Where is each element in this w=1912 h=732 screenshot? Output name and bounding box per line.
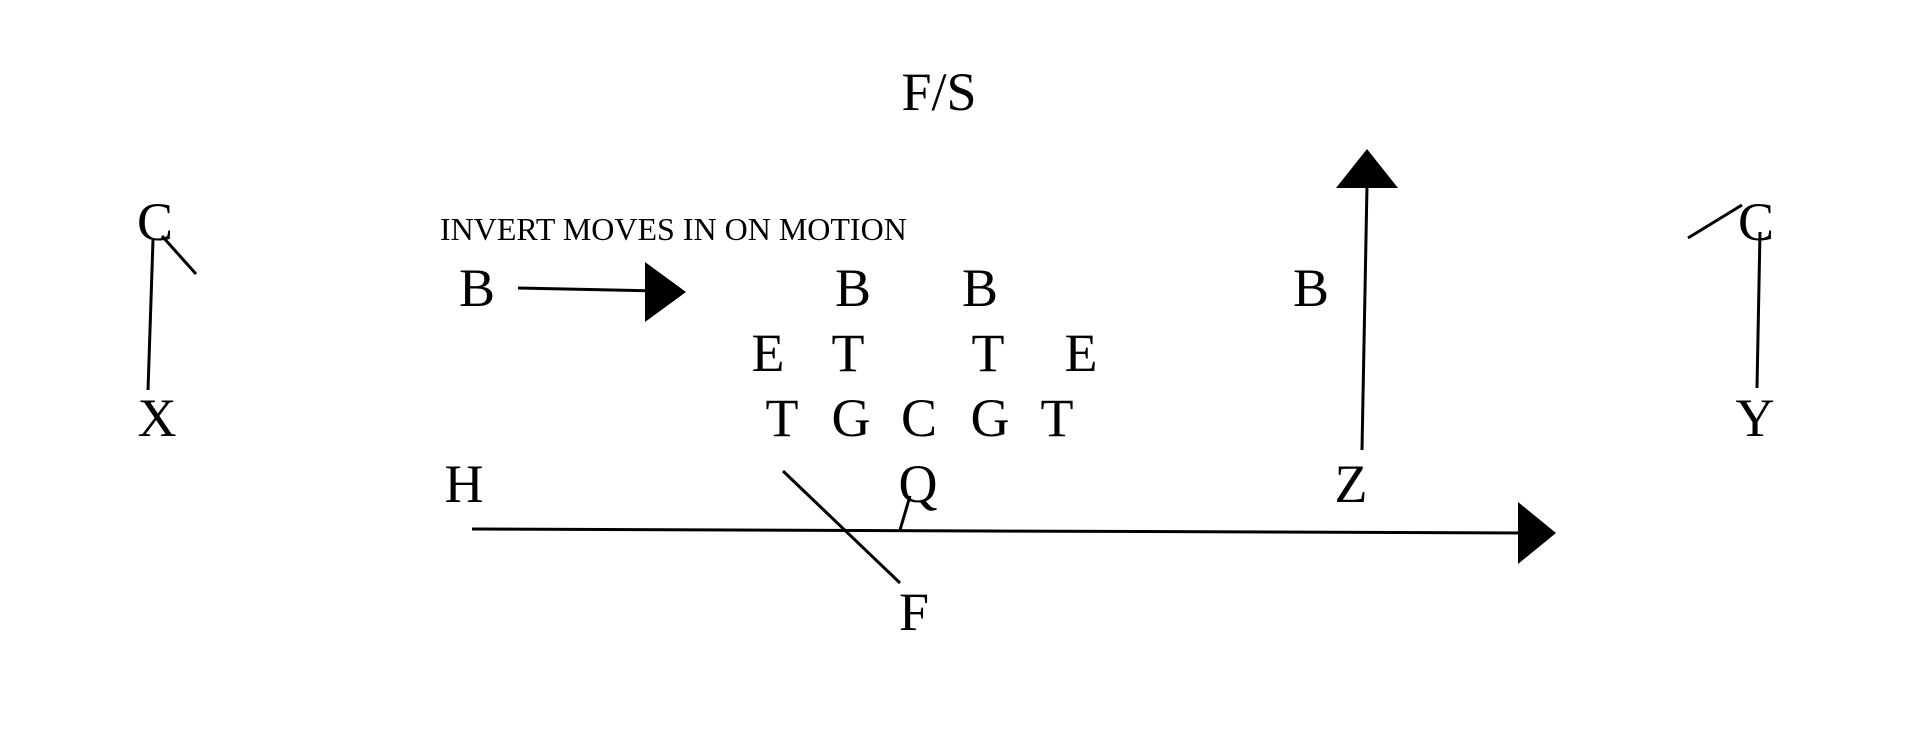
motion-note: INVERT MOVES IN ON MOTION bbox=[440, 211, 907, 247]
corner-right-label: C bbox=[1738, 192, 1774, 252]
defensive-tackle-right-label: T bbox=[972, 323, 1005, 383]
h-back-label: H bbox=[445, 454, 484, 514]
offensive-tackle-left-label: T bbox=[766, 388, 799, 448]
z-receiver-arrowhead bbox=[1336, 149, 1398, 188]
invert-motion-arrowhead bbox=[645, 262, 686, 322]
invert-left-label: B bbox=[459, 258, 495, 318]
h-motion-arrowhead bbox=[1518, 502, 1556, 564]
corner-left-tick bbox=[160, 234, 198, 276]
fullback-label: F bbox=[899, 582, 929, 642]
offensive-guard-right-label: G bbox=[971, 388, 1010, 448]
offensive-tackle-right-label: T bbox=[1041, 388, 1074, 448]
quarterback-label: Q bbox=[899, 454, 938, 514]
center-label: C bbox=[901, 388, 937, 448]
x-receiver-route bbox=[146, 239, 155, 391]
offensive-guard-left-label: G bbox=[832, 388, 871, 448]
z-receiver-route bbox=[1360, 184, 1369, 451]
h-motion-line bbox=[471, 527, 1525, 535]
y-receiver-label: Y bbox=[1736, 388, 1775, 448]
invert-right-label: B bbox=[1293, 258, 1329, 318]
defensive-end-left-label: E bbox=[752, 323, 785, 383]
linebacker-right-label: B bbox=[962, 258, 998, 318]
quarterback-tick bbox=[898, 495, 912, 531]
y-receiver-route bbox=[1755, 231, 1762, 389]
defensive-end-right-label: E bbox=[1065, 323, 1098, 383]
corner-right-tick bbox=[1687, 203, 1743, 240]
corner-left-label: C bbox=[137, 192, 173, 252]
free-safety-label: F/S bbox=[901, 62, 976, 122]
z-receiver-label: Z bbox=[1335, 454, 1368, 514]
linebacker-left-label: B bbox=[835, 258, 871, 318]
fullback-route bbox=[781, 469, 902, 585]
x-receiver-label: X bbox=[138, 388, 177, 448]
invert-motion-line bbox=[517, 286, 661, 293]
defensive-tackle-left-label: T bbox=[832, 323, 865, 383]
